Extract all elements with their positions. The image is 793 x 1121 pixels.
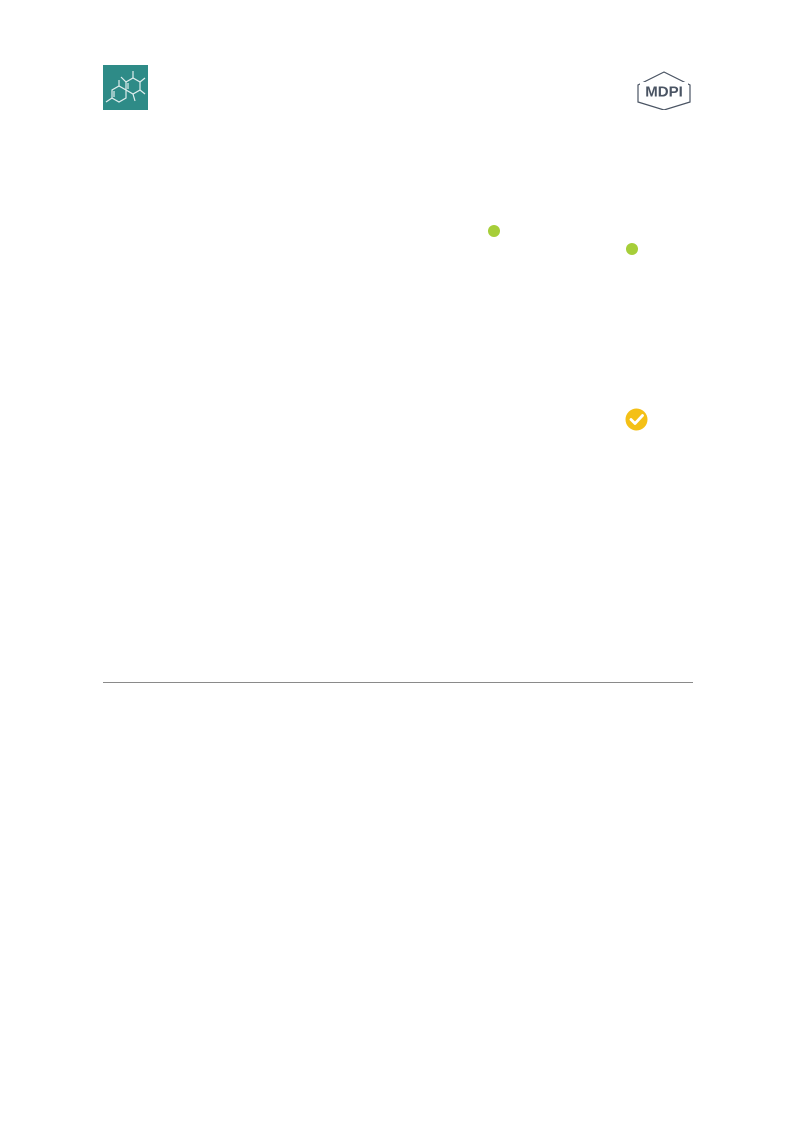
orcid-icon[interactable] [488,225,500,237]
section-divider [103,682,693,683]
publisher-logo-text: MDPI [645,84,683,101]
check-updates-icon[interactable] [625,408,648,431]
orcid-icon[interactable] [626,243,638,255]
journal-logo [103,65,148,110]
mdpi-logo-icon: MDPI [637,71,691,110]
publisher-logo: MDPI [634,70,694,110]
molecule-structure-icon [105,71,146,103]
